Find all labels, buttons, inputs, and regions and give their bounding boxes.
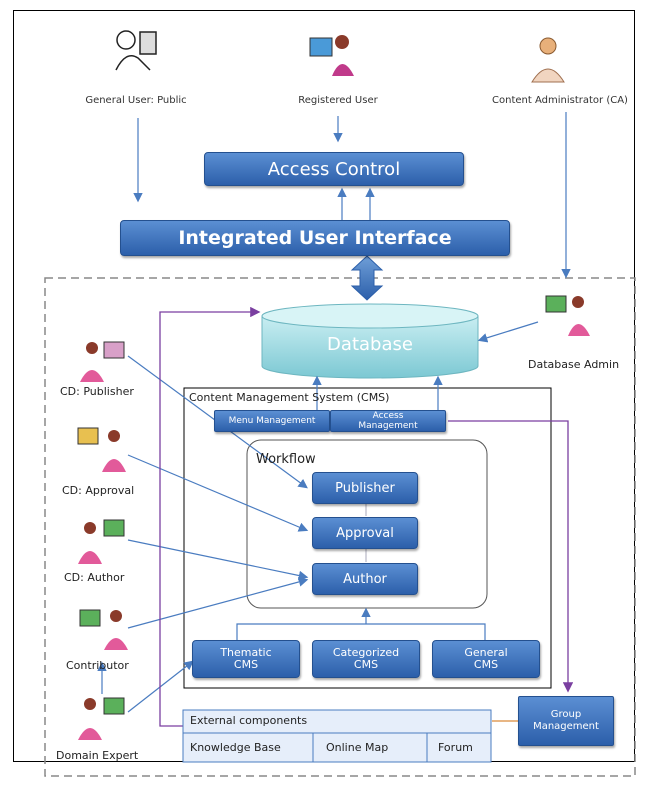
label-content-admin: Content Administrator (CA) bbox=[492, 95, 628, 106]
categorized-cms-box: Categorized CMS bbox=[312, 640, 420, 678]
arrow-contributor bbox=[127, 577, 309, 629]
general-cms-box: General CMS bbox=[432, 640, 540, 678]
workflow-publisher-box: Publisher bbox=[312, 472, 418, 504]
external-box bbox=[182, 709, 492, 763]
label-registered-user: Registered User bbox=[298, 95, 378, 106]
label-contributor: Contributor bbox=[66, 659, 129, 672]
external-forum: Forum bbox=[438, 741, 473, 754]
person-icon-contributor bbox=[79, 609, 128, 650]
external-online-map: Online Map bbox=[326, 741, 389, 754]
access-management-box: Access Management bbox=[330, 410, 446, 432]
arrow-dbadmin-db bbox=[477, 321, 539, 343]
menu-management-box: Menu Management bbox=[214, 410, 330, 432]
group-management-box: Group Management bbox=[518, 696, 614, 746]
thematic-cms-box: Thematic CMS bbox=[192, 640, 300, 678]
label-cd-author: CD: Author bbox=[64, 571, 125, 584]
access-control-box: Access Control bbox=[204, 152, 464, 186]
modules-to-workflow bbox=[236, 623, 486, 640]
person-icon-admin bbox=[531, 37, 565, 83]
integrated-ui-box: Integrated User Interface bbox=[120, 220, 510, 256]
arrow-author bbox=[127, 539, 309, 581]
workflow-approval-box: Approval bbox=[312, 517, 418, 549]
database-label: Database bbox=[327, 334, 413, 355]
ui-db-double-arrow bbox=[350, 255, 384, 301]
purple-external-db bbox=[159, 306, 261, 727]
label-database-admin: Database Admin bbox=[528, 358, 620, 371]
system-boundary bbox=[44, 277, 636, 777]
person-icon-author bbox=[78, 519, 125, 564]
label-domain-expert: Domain Expert bbox=[56, 749, 139, 762]
person-icon-public bbox=[115, 30, 157, 71]
workflow-title: Workflow bbox=[256, 452, 316, 467]
cms-title: Content Management System (CMS) bbox=[189, 391, 390, 404]
label-general-user: General User: Public bbox=[85, 95, 187, 106]
label-cd-publisher: CD: Publisher bbox=[60, 385, 134, 398]
person-icon-publisher bbox=[80, 341, 125, 382]
external-title: External components bbox=[190, 714, 308, 727]
external-knowledge-base: Knowledge Base bbox=[190, 741, 281, 754]
arrow-approval bbox=[127, 454, 309, 532]
workflow-author-box: Author bbox=[312, 563, 418, 595]
database-cylinder bbox=[261, 303, 479, 379]
person-icon-registered bbox=[309, 35, 354, 76]
purple-access-group bbox=[448, 420, 574, 693]
person-icon-approval bbox=[77, 427, 126, 472]
person-icon-expert bbox=[78, 697, 125, 740]
label-cd-approval: CD: Approval bbox=[62, 484, 135, 497]
person-icon-dbadmin bbox=[545, 295, 590, 336]
